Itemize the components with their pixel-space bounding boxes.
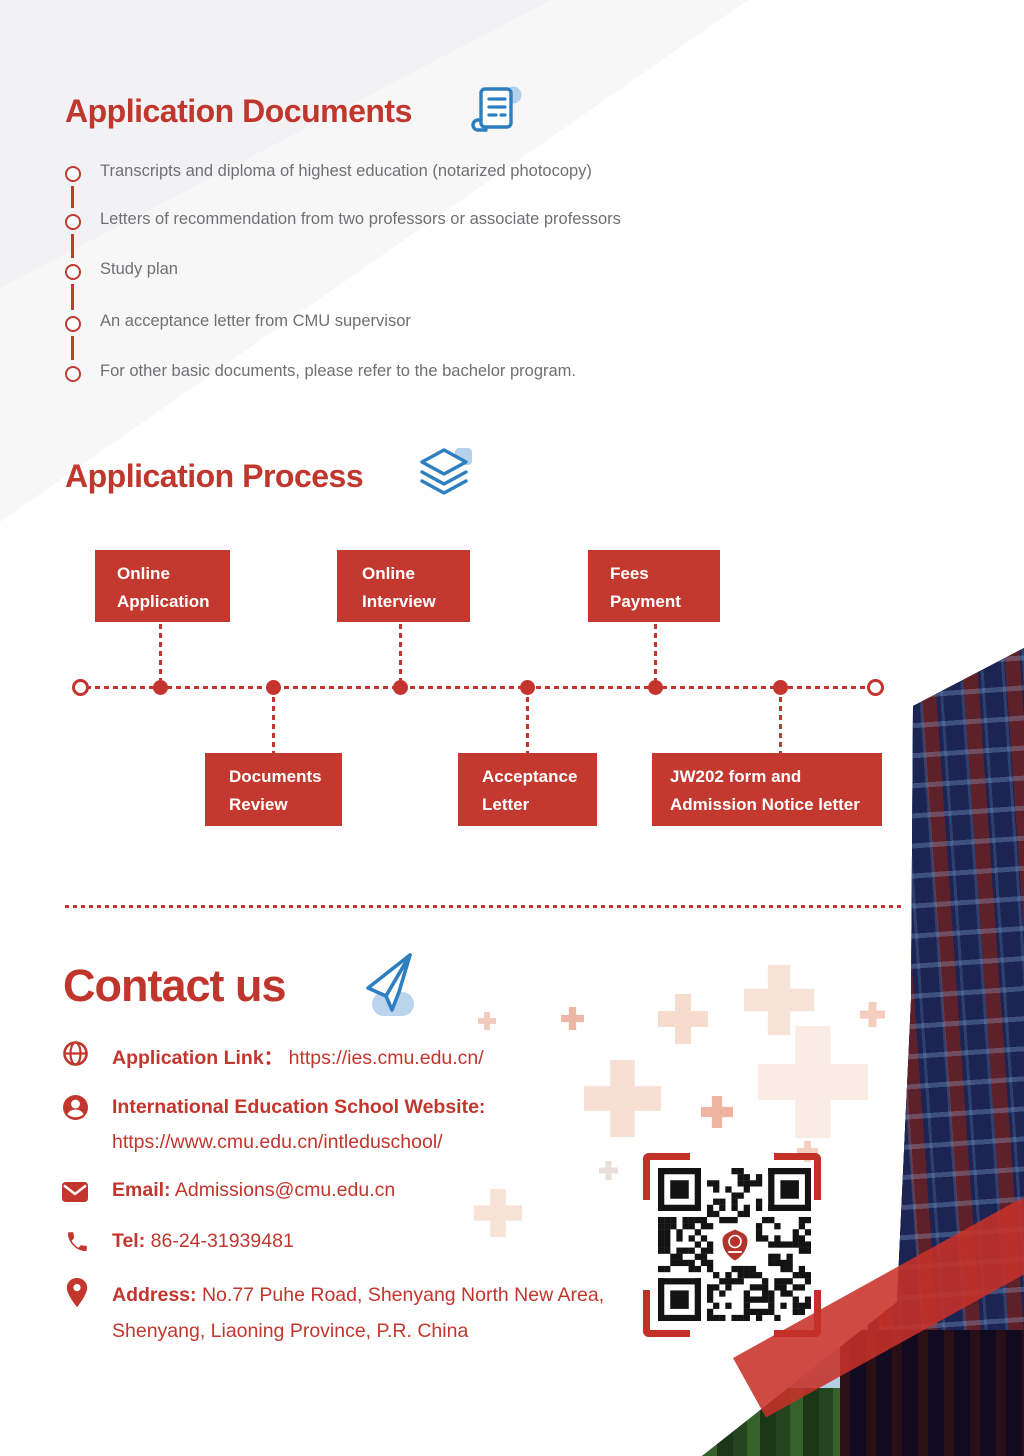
bullet-circle: [65, 166, 81, 182]
timeline-line: [86, 685, 870, 689]
contact-row-tel: Tel: 86-24-31939481: [112, 1230, 294, 1253]
bullet-circle: [65, 214, 81, 230]
bullet-connector: [71, 284, 74, 310]
document-item: Transcripts and diploma of highest educa…: [100, 162, 592, 180]
step-online-application: Online Application: [95, 550, 230, 622]
document-item: Letters of recommendation from two profe…: [100, 210, 621, 228]
document-item: Study plan: [100, 260, 178, 278]
bullet-circle: [65, 316, 81, 332]
timeline-connector: [398, 624, 402, 680]
timeline-dot: [519, 679, 535, 695]
globe-icon: [63, 1041, 88, 1066]
address-value: No.77 Puhe Road, Shenyang North New Area…: [112, 1284, 605, 1342]
plus-decoration: [860, 1002, 885, 1027]
plus-decoration: [584, 1060, 661, 1137]
qr-bracket-corner: [643, 1153, 690, 1200]
step-acceptance-letter: Acceptance Letter: [458, 753, 597, 826]
document-icon: [471, 86, 522, 132]
bullet-connector: [71, 186, 74, 208]
plus-decoration: [758, 1026, 868, 1138]
tel-value: 86-24-31939481: [150, 1230, 294, 1252]
document-item: For other basic documents, please refer …: [100, 362, 576, 380]
plus-decoration: [744, 965, 814, 1035]
plus-decoration: [701, 1096, 733, 1128]
address-label: Address:: [112, 1284, 197, 1306]
step-fees-payment: Fees Payment: [588, 550, 720, 622]
timeline-connector: [525, 697, 529, 753]
timeline-connector: [158, 624, 162, 680]
wechat-qr-code: [658, 1168, 811, 1321]
timeline-dot: [647, 679, 663, 695]
timeline-dot: [152, 679, 168, 695]
step-documents-review: Documents Review: [205, 753, 342, 826]
phone-icon: [68, 1232, 87, 1251]
qr-bracket-corner: [774, 1153, 821, 1200]
qr-frame-brackets: [643, 1153, 821, 1337]
person-icon: [63, 1095, 88, 1120]
contact-row-website-label: International Education School Website:: [112, 1096, 485, 1119]
timeline-dot: [265, 679, 281, 695]
plus-decoration: [474, 1189, 522, 1237]
contact-row-application-link: Application Link： https://ies.cmu.edu.cn…: [112, 1041, 484, 1070]
timeline-end-circle: [867, 679, 884, 696]
application-link-url[interactable]: https://ies.cmu.edu.cn/: [288, 1047, 484, 1069]
step-online-interview: Online Interview: [337, 550, 470, 622]
contact-title: Contact us: [63, 960, 287, 1011]
timeline-connector: [778, 697, 782, 753]
timeline-connector: [653, 624, 657, 680]
layers-icon: [420, 448, 472, 495]
step-jw202-admission: JW202 form and Admission Notice letter: [652, 753, 882, 826]
process-title: Application Process: [65, 458, 364, 494]
timeline-connector: [271, 697, 275, 753]
document-item: An acceptance letter from CMU supervisor: [100, 312, 411, 330]
qr-center-logo: [717, 1227, 753, 1263]
contact-row-address: Address: No.77 Puhe Road, Shenyang North…: [112, 1277, 634, 1349]
qr-bracket-corner: [643, 1290, 690, 1337]
timeline-dot: [772, 679, 788, 695]
location-icon: [66, 1278, 88, 1308]
email-icon: [62, 1182, 88, 1202]
contact-row-website-url: https://www.cmu.edu.cn/intleduschool/: [112, 1131, 443, 1154]
plus-decoration: [658, 994, 708, 1044]
paper-plane-icon: [366, 953, 414, 1016]
email-label: Email:: [112, 1179, 171, 1201]
documents-title: Application Documents: [65, 93, 412, 129]
contact-row-email: Email: Admissions@cmu.edu.cn: [112, 1179, 395, 1202]
bullet-circle: [65, 366, 81, 382]
website-label: International Education School Website:: [112, 1096, 486, 1118]
dotted-divider: [65, 905, 905, 908]
bullet-circle: [65, 264, 81, 280]
timeline-dot: [392, 679, 408, 695]
timeline-start-circle: [72, 679, 89, 696]
email-value[interactable]: Admissions@cmu.edu.cn: [174, 1179, 396, 1201]
plus-decoration: [478, 1012, 496, 1030]
qr-bracket-corner: [774, 1290, 821, 1337]
tel-label: Tel:: [112, 1230, 146, 1252]
plus-decoration: [599, 1161, 618, 1180]
plus-decoration: [561, 1007, 584, 1030]
bullet-connector: [71, 234, 74, 258]
bullet-connector: [71, 336, 74, 360]
website-url[interactable]: https://www.cmu.edu.cn/intleduschool/: [112, 1131, 443, 1153]
application-link-label: Application Link：: [112, 1047, 284, 1069]
